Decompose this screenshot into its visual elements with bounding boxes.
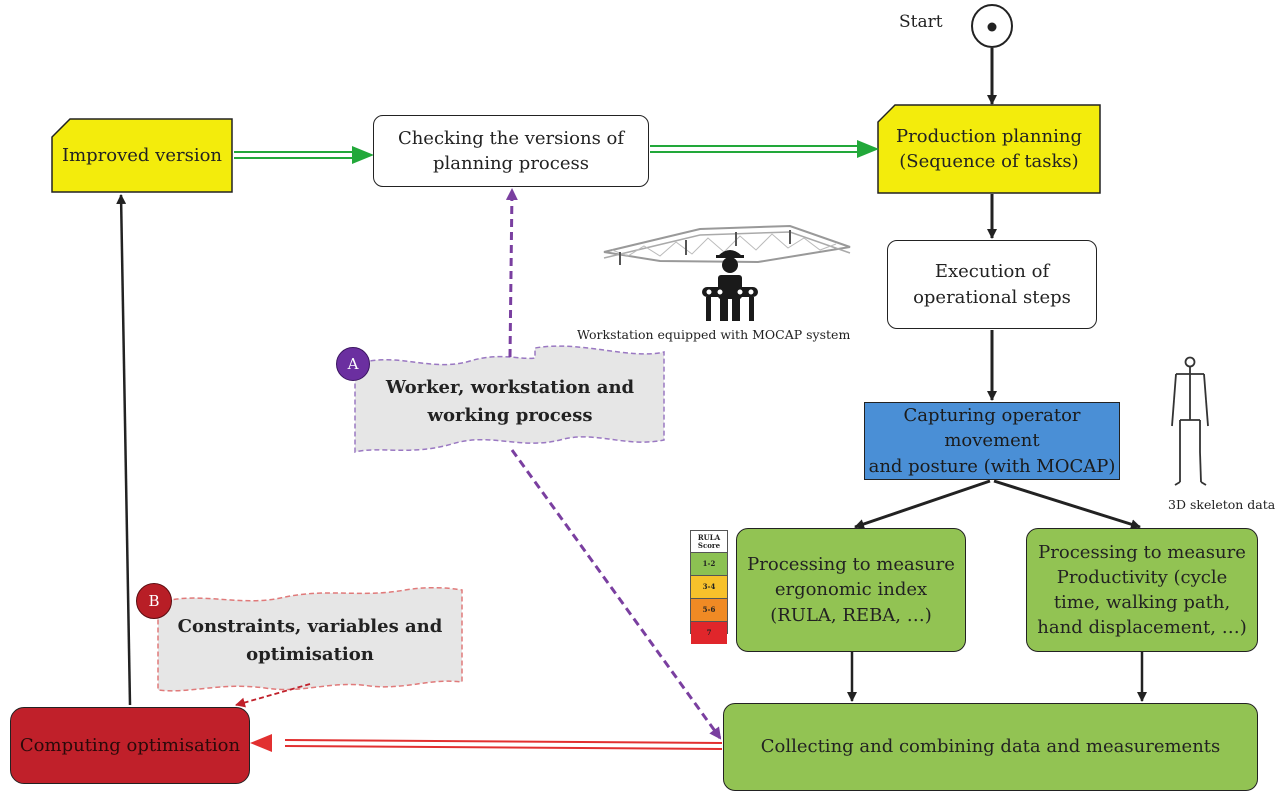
production-planning-line1: Production planning	[896, 125, 1082, 147]
ergonomic-index-node: Processing to measure ergonomic index (R…	[736, 528, 966, 652]
production-planning-line2: (Sequence of tasks)	[899, 151, 1079, 172]
workstation-caption: Workstation equipped with MOCAP system	[577, 327, 851, 342]
arrow-collecting-to-computing	[250, 734, 723, 752]
note-a-badge: A	[336, 347, 370, 381]
skeleton-caption: 3D skeleton data	[1168, 497, 1275, 512]
improved-version-label: Improved version	[61, 144, 223, 166]
note-a: Worker, workstation and working process	[360, 360, 660, 444]
rula-score-row: 3-4	[691, 576, 727, 599]
note-b-line1: Constraints, variables and	[177, 616, 443, 638]
note-a-line1: Worker, workstation and	[385, 377, 635, 399]
rula-header-line1: RULA	[697, 533, 721, 542]
prod-line3: time, walking path,	[1053, 592, 1231, 613]
arrow-checking-to-production	[650, 140, 879, 158]
capturing-line1: Capturing operator movement	[903, 405, 1081, 452]
arrow-capturing-to-ergo	[854, 479, 991, 529]
computing-label: Computing optimisation	[19, 734, 241, 756]
execution-node: Execution of operational steps	[887, 240, 1097, 329]
execution-line2: operational steps	[913, 286, 1071, 308]
start-label: Start	[899, 12, 943, 32]
rula-score-row: 5-6	[691, 599, 727, 622]
arrow-note-a-to-checking	[505, 188, 518, 358]
note-b: Constraints, variables and optimisation	[160, 598, 460, 684]
note-a-shape	[354, 345, 665, 453]
rula-score-row: 1-2	[691, 553, 727, 576]
computing-optimisation-node: Computing optimisation	[10, 707, 250, 784]
production-planning-node: Production planning (Sequence of tasks)	[878, 105, 1100, 193]
prod-line2: Productivity (cycle	[1056, 566, 1228, 588]
arrow-improved-to-checking	[234, 146, 374, 164]
skeleton-figure-icon	[1171, 356, 1209, 486]
improved-version-node: Improved version	[52, 119, 232, 192]
execution-line1: Execution of	[934, 261, 1050, 283]
rula-score-row: 7	[691, 622, 727, 644]
productivity-node: Processing to measure Productivity (cycl…	[1026, 528, 1258, 652]
rula-legend-header: RULA Score	[691, 531, 727, 553]
improved-version-shape	[51, 118, 233, 193]
checking-versions-line2: planning process	[433, 153, 589, 174]
prod-line1: Processing to measure	[1038, 541, 1246, 563]
arrow-note-a-to-collecting	[510, 449, 722, 740]
checking-versions-node: Checking the versions of planning proces…	[373, 115, 649, 187]
start-node-icon	[971, 4, 1013, 48]
checking-versions-line1: Checking the versions of	[397, 127, 625, 149]
production-planning-shape	[877, 104, 1101, 194]
note-a-line2: working process	[427, 405, 593, 426]
arrow-capturing-to-productivity	[993, 479, 1141, 530]
collecting-data-node: Collecting and combining data and measur…	[723, 703, 1258, 791]
mocap-workstation-icon	[603, 224, 851, 321]
collecting-label: Collecting and combining data and measur…	[760, 736, 1221, 758]
arrow-note-b-to-computing	[235, 683, 311, 708]
ergo-line1: Processing to measure	[747, 554, 955, 576]
note-b-line2: optimisation	[246, 644, 374, 665]
rula-header-line2: Score	[697, 540, 721, 550]
capturing-movement-node: Capturing operator movement and posture …	[864, 402, 1120, 480]
capturing-line2: and posture (with MOCAP)	[868, 455, 1116, 477]
note-b-badge: B	[136, 583, 172, 619]
note-b-shape	[157, 586, 463, 692]
prod-line4: hand displacement, …)	[1037, 617, 1247, 639]
ergo-line2: ergonomic index	[774, 579, 928, 601]
ergo-line3: (RULA, REBA, …)	[770, 604, 932, 626]
arrow-computing-to-improved	[116, 194, 132, 706]
